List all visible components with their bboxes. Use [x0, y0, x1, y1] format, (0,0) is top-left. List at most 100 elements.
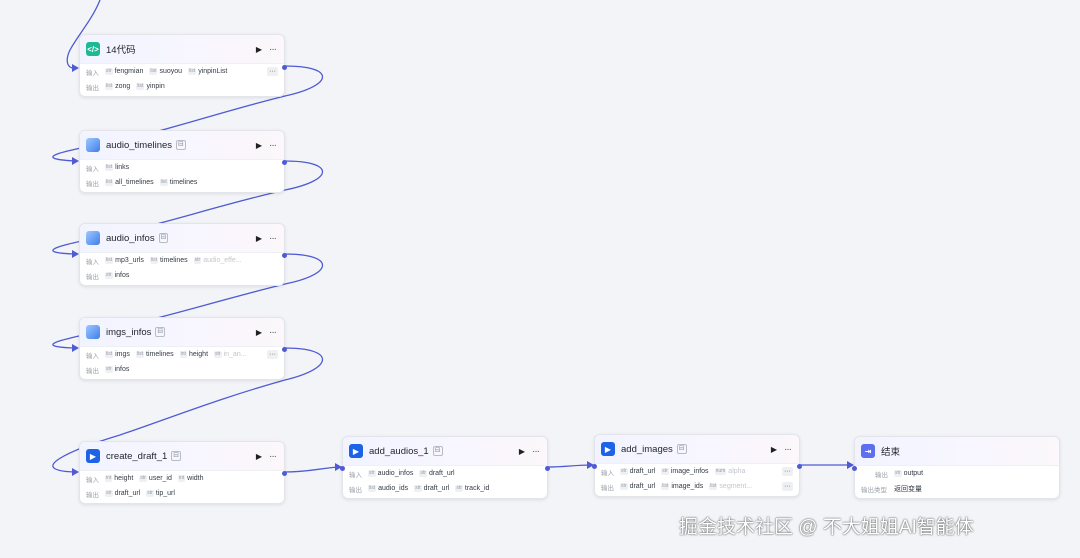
- arrow-head: [72, 344, 79, 352]
- output-label: 输出: [86, 180, 99, 188]
- expand-params-button[interactable]: ···: [267, 67, 278, 76]
- input-label: 输入: [349, 471, 362, 479]
- run-button[interactable]: ▶: [255, 140, 262, 150]
- input-port[interactable]: [592, 464, 597, 469]
- run-button[interactable]: ▶: [770, 444, 777, 454]
- input-port[interactable]: [852, 466, 857, 471]
- capcut-icon: ▶: [601, 442, 615, 456]
- arrow-head: [72, 468, 79, 476]
- node-header: audio_timelines ⊟ ▶ ···: [80, 131, 284, 160]
- more-options-button[interactable]: ···: [269, 326, 277, 338]
- capcut-icon: ▶: [349, 444, 363, 458]
- plugin-badge-icon: ⊟: [155, 327, 166, 337]
- code-icon: </>: [86, 42, 100, 56]
- arrow-head: [72, 64, 79, 72]
- node-header: </> 14代码 ▶ ···: [80, 35, 284, 64]
- run-button[interactable]: ▶: [518, 446, 525, 456]
- output-label: 输出: [86, 273, 99, 281]
- output-type-row: 输出类型 返回变量: [855, 481, 1059, 496]
- plugin-icon: [86, 325, 100, 339]
- node-header: audio_infos ⊟ ▶ ···: [80, 224, 284, 253]
- output-port[interactable]: [282, 347, 287, 352]
- output-port[interactable]: [282, 65, 287, 70]
- run-button[interactable]: ▶: [255, 44, 262, 54]
- input-label: 输入: [86, 476, 99, 484]
- more-options-button[interactable]: ···: [269, 450, 277, 462]
- end-icon: ⇥: [861, 444, 875, 458]
- input-port[interactable]: [340, 466, 345, 471]
- more-options-button[interactable]: ···: [269, 232, 277, 244]
- input-label: 输入: [86, 165, 99, 173]
- input-label: 输入: [86, 352, 99, 360]
- plugin-badge-icon: ⊟: [176, 140, 186, 150]
- capcut-icon: ▶: [86, 449, 100, 463]
- output-port[interactable]: [282, 160, 287, 165]
- output-port[interactable]: [282, 253, 287, 258]
- plugin-icon: [86, 231, 100, 245]
- plugin-badge-icon: ⊟: [432, 446, 443, 456]
- run-button[interactable]: ▶: [255, 327, 262, 337]
- output-port[interactable]: [797, 464, 802, 469]
- expand-params-button[interactable]: ···: [267, 350, 278, 359]
- output-port[interactable]: [545, 466, 550, 471]
- expand-params-button[interactable]: ···: [782, 467, 793, 476]
- output-port[interactable]: [282, 471, 287, 476]
- expand-params-button[interactable]: ···: [782, 482, 793, 491]
- run-button[interactable]: ▶: [255, 451, 262, 461]
- node-header: imgs_infos ⊟ ▶ ···: [80, 318, 284, 347]
- node-title: 14代码: [106, 45, 136, 56]
- node-title: add_audios_1: [369, 445, 429, 457]
- input-label: 输入: [86, 258, 99, 266]
- node-title: create_draft_1: [106, 450, 168, 462]
- input-label: 输入: [86, 69, 99, 77]
- output-label: 输出: [86, 491, 99, 499]
- more-options-button[interactable]: ···: [532, 445, 540, 457]
- run-button[interactable]: ▶: [255, 233, 262, 243]
- more-options-button[interactable]: ···: [269, 43, 277, 55]
- more-options-button[interactable]: ···: [784, 443, 792, 455]
- more-options-button[interactable]: ···: [269, 139, 277, 151]
